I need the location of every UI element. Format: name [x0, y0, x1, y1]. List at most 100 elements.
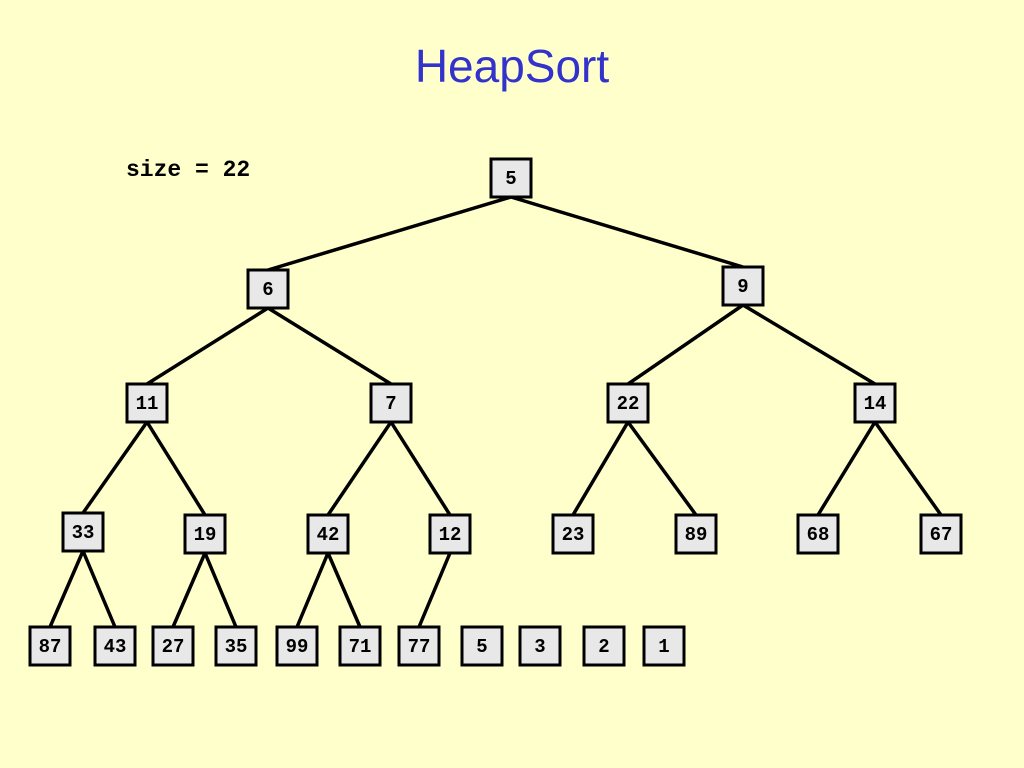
- heap-node: 35: [214, 625, 258, 667]
- node-value: 5: [505, 168, 516, 190]
- heap-node: 77: [397, 625, 441, 667]
- node-value: 3: [534, 636, 545, 658]
- node-box: [275, 625, 319, 667]
- node-value: 7: [385, 393, 396, 415]
- heap-node: 71: [338, 625, 382, 667]
- node-value: 77: [408, 636, 431, 658]
- tree-edge: [81, 550, 117, 628]
- node-box: [246, 268, 290, 310]
- node-value: 89: [685, 524, 708, 546]
- heap-node: 3: [518, 625, 562, 667]
- heap-node: 23: [551, 513, 595, 555]
- heap-node: 67: [919, 513, 963, 555]
- heap-node: 27: [151, 625, 195, 667]
- heap-node: 43: [93, 625, 137, 667]
- tree-edge: [742, 303, 876, 386]
- heap-node: 12: [428, 513, 472, 555]
- node-box: [369, 382, 413, 424]
- node-box: [306, 513, 350, 555]
- node-box: [214, 625, 258, 667]
- tree-edge: [295, 552, 330, 628]
- heap-node: 33: [61, 511, 105, 553]
- tree-edge: [326, 421, 393, 516]
- node-box: [428, 513, 472, 555]
- heap-node: 68: [796, 513, 840, 555]
- edges-layer: [48, 195, 943, 628]
- slide-title: HeapSort: [414, 40, 610, 92]
- node-value: 23: [562, 524, 585, 546]
- tree-edge: [203, 552, 238, 628]
- heap-node: 42: [306, 513, 350, 555]
- node-value: 22: [617, 393, 640, 415]
- node-box: [489, 157, 533, 199]
- tree-edge: [326, 552, 362, 628]
- node-box: [125, 382, 169, 424]
- node-value: 14: [864, 393, 887, 415]
- heap-node: 87: [28, 625, 72, 667]
- node-value: 99: [286, 636, 309, 658]
- tree-edge: [81, 420, 149, 515]
- node-value: 2: [598, 636, 609, 658]
- node-value: 33: [72, 522, 95, 544]
- node-value: 87: [39, 636, 62, 658]
- tree-edge: [389, 421, 452, 516]
- node-value: 67: [930, 524, 953, 546]
- heap-node: 11: [125, 382, 169, 424]
- tree-edge: [48, 550, 85, 628]
- node-value: 43: [104, 636, 127, 658]
- heap-node: 14: [853, 382, 897, 424]
- node-value: 6: [262, 279, 273, 301]
- node-value: 5: [476, 636, 487, 658]
- node-value: 27: [162, 636, 185, 658]
- node-box: [338, 625, 382, 667]
- heap-node: 5: [489, 157, 533, 199]
- heap-node: 2: [582, 625, 626, 667]
- node-value: 68: [807, 524, 830, 546]
- node-box: [397, 625, 441, 667]
- node-box: [28, 625, 72, 667]
- node-value: 71: [349, 636, 372, 658]
- node-box: [674, 513, 718, 555]
- node-value: 42: [317, 524, 340, 546]
- node-value: 11: [136, 393, 159, 415]
- tree-edge: [816, 421, 877, 516]
- node-value: 19: [194, 524, 217, 546]
- tree-edge: [626, 420, 698, 517]
- tree-edge: [873, 420, 943, 517]
- tree-edge: [146, 306, 269, 386]
- heap-node: 22: [606, 382, 650, 424]
- node-value: 9: [737, 276, 748, 298]
- node-box: [721, 265, 765, 307]
- node-box: [919, 513, 963, 555]
- heap-node: 89: [674, 513, 718, 555]
- heap-node: 19: [183, 513, 227, 555]
- tree-edge: [627, 303, 744, 386]
- node-box: [853, 382, 897, 424]
- node-box: [460, 625, 504, 667]
- node-box: [642, 625, 686, 667]
- heap-node: 1: [642, 625, 686, 667]
- heap-node: 9: [721, 265, 765, 307]
- tree-edge: [267, 306, 392, 386]
- node-value: 12: [439, 524, 462, 546]
- node-box: [582, 625, 626, 667]
- tree-edge: [510, 195, 744, 269]
- heap-node: 7: [369, 382, 413, 424]
- tree-edge: [417, 552, 452, 628]
- node-box: [61, 511, 105, 553]
- heap-node: 99: [275, 625, 319, 667]
- node-box: [183, 513, 227, 555]
- node-box: [551, 513, 595, 555]
- node-box: [606, 382, 650, 424]
- node-box: [518, 625, 562, 667]
- node-box: [151, 625, 195, 667]
- tree-edge: [267, 195, 512, 272]
- heap-node: 6: [246, 268, 290, 310]
- tree-edge: [571, 421, 630, 516]
- heap-node: 5: [460, 625, 504, 667]
- node-value: 35: [225, 636, 248, 658]
- node-box: [93, 625, 137, 667]
- tree-edge: [145, 421, 207, 516]
- node-value: 1: [658, 636, 669, 658]
